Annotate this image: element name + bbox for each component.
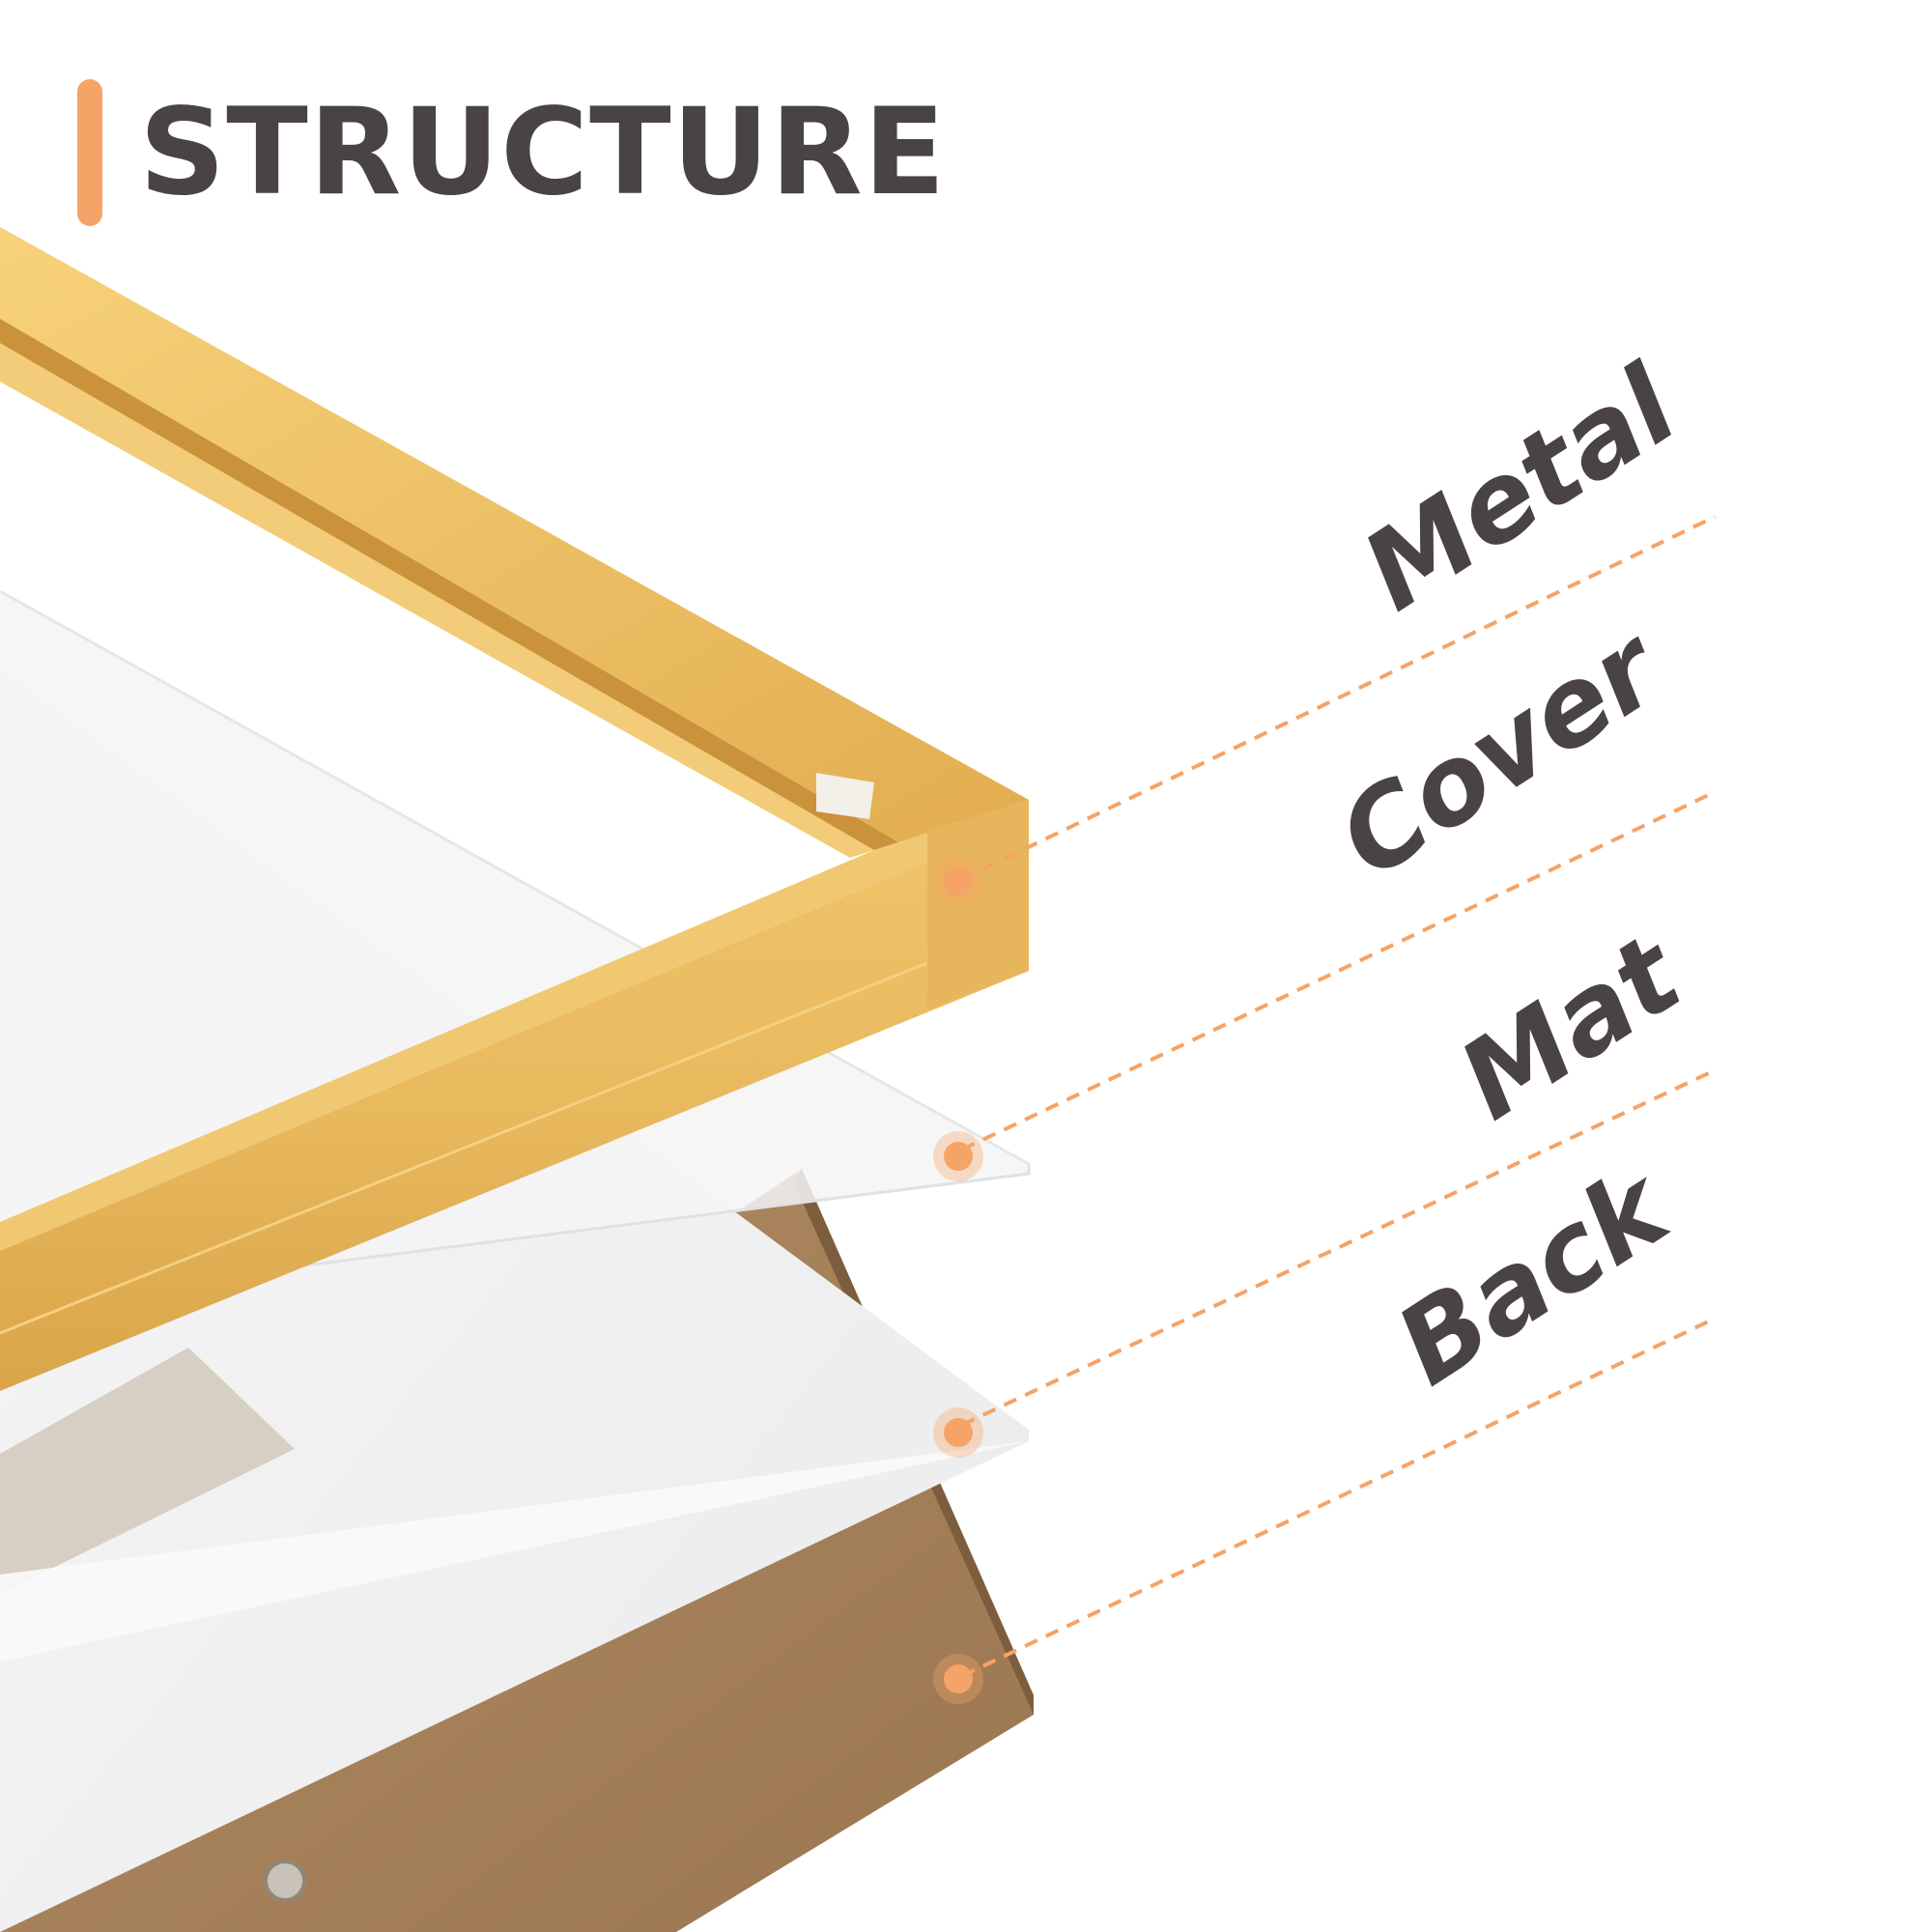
callout-dots (933, 856, 983, 1704)
callout-lines (961, 515, 1716, 1678)
metal-callout-line (961, 515, 1716, 881)
title-accent-bar (77, 79, 102, 226)
page-title: STRUCTURE (139, 83, 947, 222)
metal-frame-layer (0, 227, 1030, 1391)
header: STRUCTURE (77, 75, 947, 230)
hanger-rivet-icon (264, 1860, 306, 1902)
